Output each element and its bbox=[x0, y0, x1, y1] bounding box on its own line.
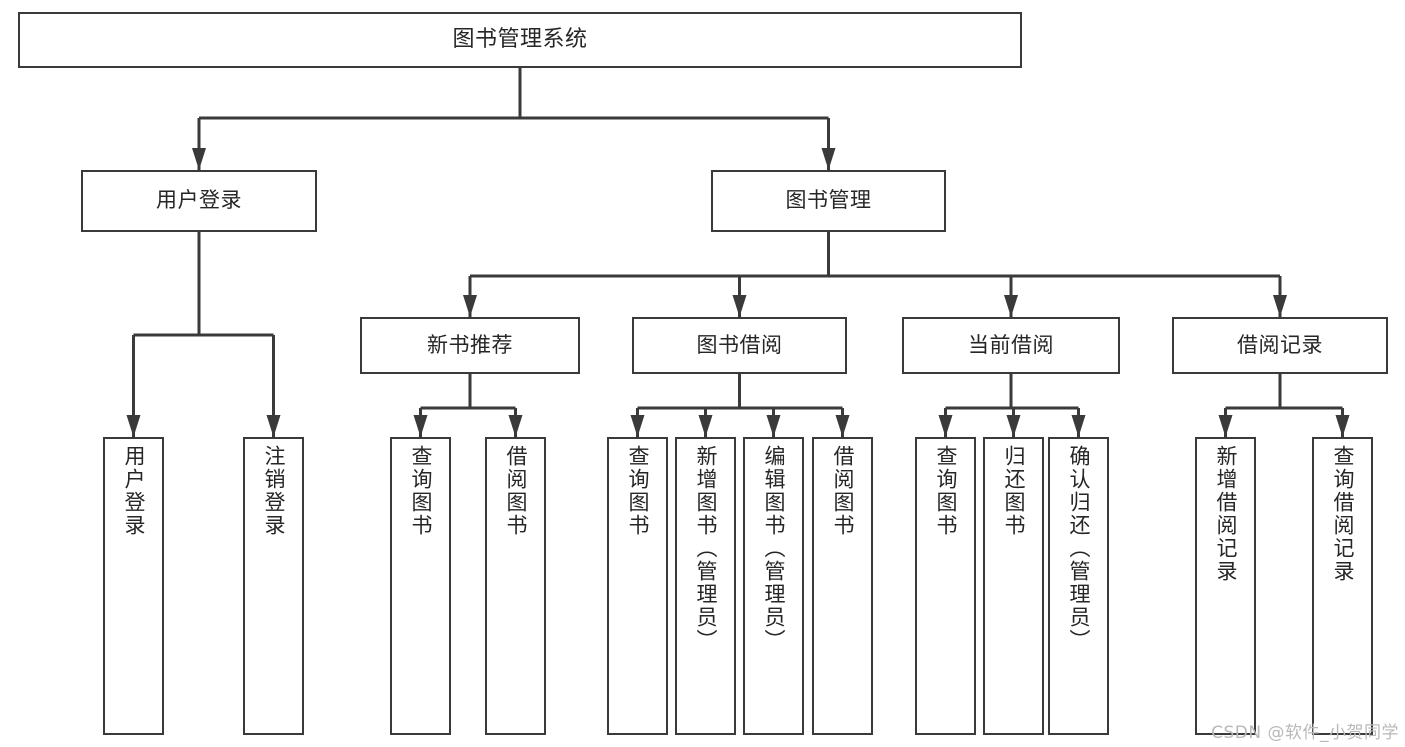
node-label: 新书推荐 bbox=[427, 332, 513, 357]
node-label: 图书管理 bbox=[785, 188, 872, 213]
node-current-borrow[interactable]: 当前借阅 bbox=[902, 317, 1120, 374]
node-label: 查询图书 bbox=[409, 445, 433, 537]
node-user-login[interactable]: 用户登录 bbox=[81, 170, 317, 232]
node-leaf-query-record[interactable]: 查询借阅记录 bbox=[1312, 437, 1373, 735]
node-label: 借阅图书 bbox=[831, 445, 855, 537]
node-label: 用户登录 bbox=[122, 445, 146, 537]
node-new-book-rec[interactable]: 新书推荐 bbox=[360, 317, 580, 374]
node-label: 编辑图书（管理员） bbox=[762, 445, 786, 652]
node-leaf-query-book-1[interactable]: 查询图书 bbox=[390, 437, 451, 735]
node-label: 注销登录 bbox=[262, 445, 286, 537]
node-label: 新增图书（管理员） bbox=[694, 445, 718, 652]
node-leaf-borrow-book-2[interactable]: 借阅图书 bbox=[812, 437, 873, 735]
node-label: 新增借阅记录 bbox=[1214, 445, 1238, 583]
node-label: 图书借阅 bbox=[696, 332, 783, 357]
node-label: 借阅记录 bbox=[1237, 332, 1323, 357]
node-label: 借阅图书 bbox=[504, 445, 528, 537]
node-leaf-query-book-2[interactable]: 查询图书 bbox=[607, 437, 668, 735]
node-root[interactable]: 图书管理系统 bbox=[18, 12, 1022, 68]
node-label: 查询借阅记录 bbox=[1331, 445, 1355, 583]
node-book-borrow[interactable]: 图书借阅 bbox=[632, 317, 847, 374]
node-leaf-add-record[interactable]: 新增借阅记录 bbox=[1195, 437, 1256, 735]
node-label: 查询图书 bbox=[934, 445, 958, 537]
node-leaf-edit-book[interactable]: 编辑图书（管理员） bbox=[743, 437, 804, 735]
node-label: 当前借阅 bbox=[968, 332, 1054, 357]
node-label: 确认归还（管理员） bbox=[1067, 445, 1091, 652]
node-label: 用户登录 bbox=[156, 188, 242, 213]
node-borrow-record[interactable]: 借阅记录 bbox=[1172, 317, 1388, 374]
node-leaf-user-login[interactable]: 用户登录 bbox=[103, 437, 164, 735]
node-leaf-add-book[interactable]: 新增图书（管理员） bbox=[675, 437, 736, 735]
node-leaf-borrow-book-1[interactable]: 借阅图书 bbox=[485, 437, 546, 735]
node-label: 归还图书 bbox=[1002, 445, 1026, 537]
node-leaf-logout[interactable]: 注销登录 bbox=[243, 437, 304, 735]
node-leaf-query-book-3[interactable]: 查询图书 bbox=[915, 437, 976, 735]
node-book-manage[interactable]: 图书管理 bbox=[711, 170, 946, 232]
node-leaf-confirm-return[interactable]: 确认归还（管理员） bbox=[1048, 437, 1109, 735]
node-leaf-return-book[interactable]: 归还图书 bbox=[983, 437, 1044, 735]
node-label: 查询图书 bbox=[626, 445, 650, 537]
watermark: CSDN @软件_小贺同学 bbox=[1211, 723, 1399, 743]
node-label: 图书管理系统 bbox=[452, 26, 588, 52]
